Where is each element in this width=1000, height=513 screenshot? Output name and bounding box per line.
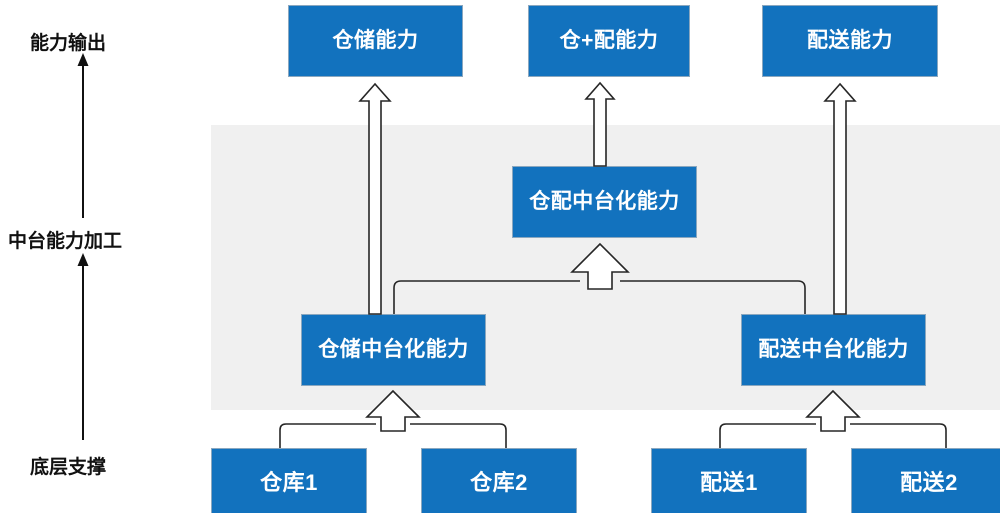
box-label: 仓库2	[470, 469, 528, 495]
box-label: 配送中台化能力	[758, 338, 909, 362]
box-delivery-1[interactable]: 配送1	[651, 448, 807, 513]
box-label: 仓库1	[260, 469, 318, 495]
box-delivery-capability[interactable]: 配送能力	[762, 5, 938, 77]
axis-label-midplatform: 中台能力加工	[8, 231, 123, 252]
box-label: 仓储中台化能力	[318, 338, 469, 362]
box-label: 配送2	[900, 469, 958, 495]
box-warehouse-capability[interactable]: 仓储能力	[288, 5, 463, 77]
box-label: 仓+配能力	[559, 29, 659, 53]
box-wd-midplatform-capability[interactable]: 仓配中台化能力	[512, 166, 697, 238]
box-label: 配送能力	[807, 29, 893, 53]
box-label: 配送1	[700, 469, 758, 495]
axis-label-output: 能力输出	[30, 33, 107, 54]
box-delivery-midplatform-capability[interactable]: 配送中台化能力	[741, 314, 926, 386]
box-warehouse-2[interactable]: 仓库2	[421, 448, 577, 513]
box-warehouse-1[interactable]: 仓库1	[211, 448, 367, 513]
box-label: 仓配中台化能力	[529, 190, 680, 214]
axis-arrow-foundation-to-midplatform	[77, 253, 89, 440]
axis-arrow-midplatform-to-output	[77, 53, 89, 218]
box-label: 仓储能力	[332, 29, 419, 53]
axis-label-foundation: 底层支撑	[30, 457, 107, 478]
box-warehouse-midplatform-capability[interactable]: 仓储中台化能力	[301, 314, 486, 386]
box-warehouse-plus-delivery-capability[interactable]: 仓+配能力	[528, 5, 690, 77]
box-delivery-2[interactable]: 配送2	[851, 448, 1000, 513]
